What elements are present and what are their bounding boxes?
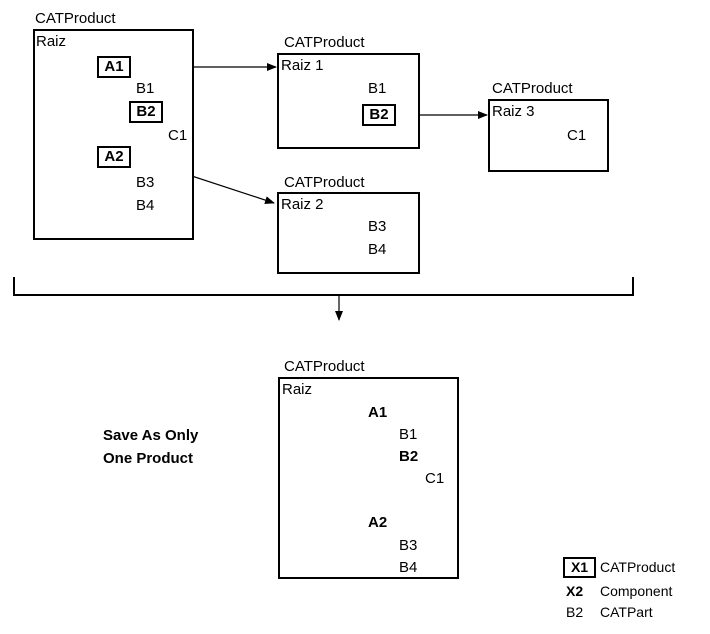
result-type-label: CATProduct <box>284 358 365 375</box>
main-b4-part: B4 <box>136 197 155 214</box>
raiz2-root-label: Raiz 2 <box>281 196 324 213</box>
caption-line-1: Save As Only <box>103 427 199 444</box>
raiz1-b1-part: B1 <box>368 80 387 97</box>
main-product-box <box>33 29 194 240</box>
raiz2-type-label: CATProduct <box>284 174 365 191</box>
raiz3-product-box <box>488 99 609 172</box>
result-root-label: Raiz <box>282 381 313 398</box>
main-c1-part: C1 <box>168 127 188 144</box>
raiz3-root-label: Raiz 3 <box>492 103 535 120</box>
raiz3-type-label: CATProduct <box>492 80 573 97</box>
merge-bracket <box>13 277 634 296</box>
result-product-box <box>278 377 459 579</box>
raiz2-b3-part: B3 <box>368 218 387 235</box>
result-b4-part: B4 <box>399 559 418 576</box>
raiz3-c1-part: C1 <box>567 127 587 144</box>
legend-boxed-symbol: X1 <box>563 557 596 578</box>
main-b2-product-node: B2 <box>129 101 163 123</box>
raiz1-type-label: CATProduct <box>284 34 365 51</box>
legend-bold-symbol: X2 <box>566 583 584 599</box>
legend-boxed-text: CATProduct <box>600 559 676 575</box>
raiz1-root-label: Raiz 1 <box>281 57 324 74</box>
caption-line-2: One Product <box>103 450 194 467</box>
result-b3-part: B3 <box>399 537 418 554</box>
main-b3-part: B3 <box>136 174 155 191</box>
raiz1-b2-product-node: B2 <box>362 104 396 126</box>
main-b1-part: B1 <box>136 80 155 97</box>
legend-plain-text: CATPart <box>600 604 653 620</box>
legend-plain-symbol: B2 <box>566 604 584 620</box>
main-root-label: Raiz <box>36 33 67 50</box>
result-a2-component: A2 <box>368 514 388 531</box>
result-c1-part: C1 <box>425 470 445 487</box>
legend-bold-text: Component <box>600 583 673 599</box>
result-a1-component: A1 <box>368 404 388 421</box>
result-b2-component: B2 <box>399 448 419 465</box>
main-type-label: CATProduct <box>35 10 116 27</box>
raiz2-product-box <box>277 192 420 274</box>
result-b1-part: B1 <box>399 426 418 443</box>
main-a2-product-node: A2 <box>97 146 131 168</box>
main-a1-product-node: A1 <box>97 56 131 78</box>
raiz1-product-box <box>277 53 420 149</box>
raiz2-b4-part: B4 <box>368 241 387 258</box>
